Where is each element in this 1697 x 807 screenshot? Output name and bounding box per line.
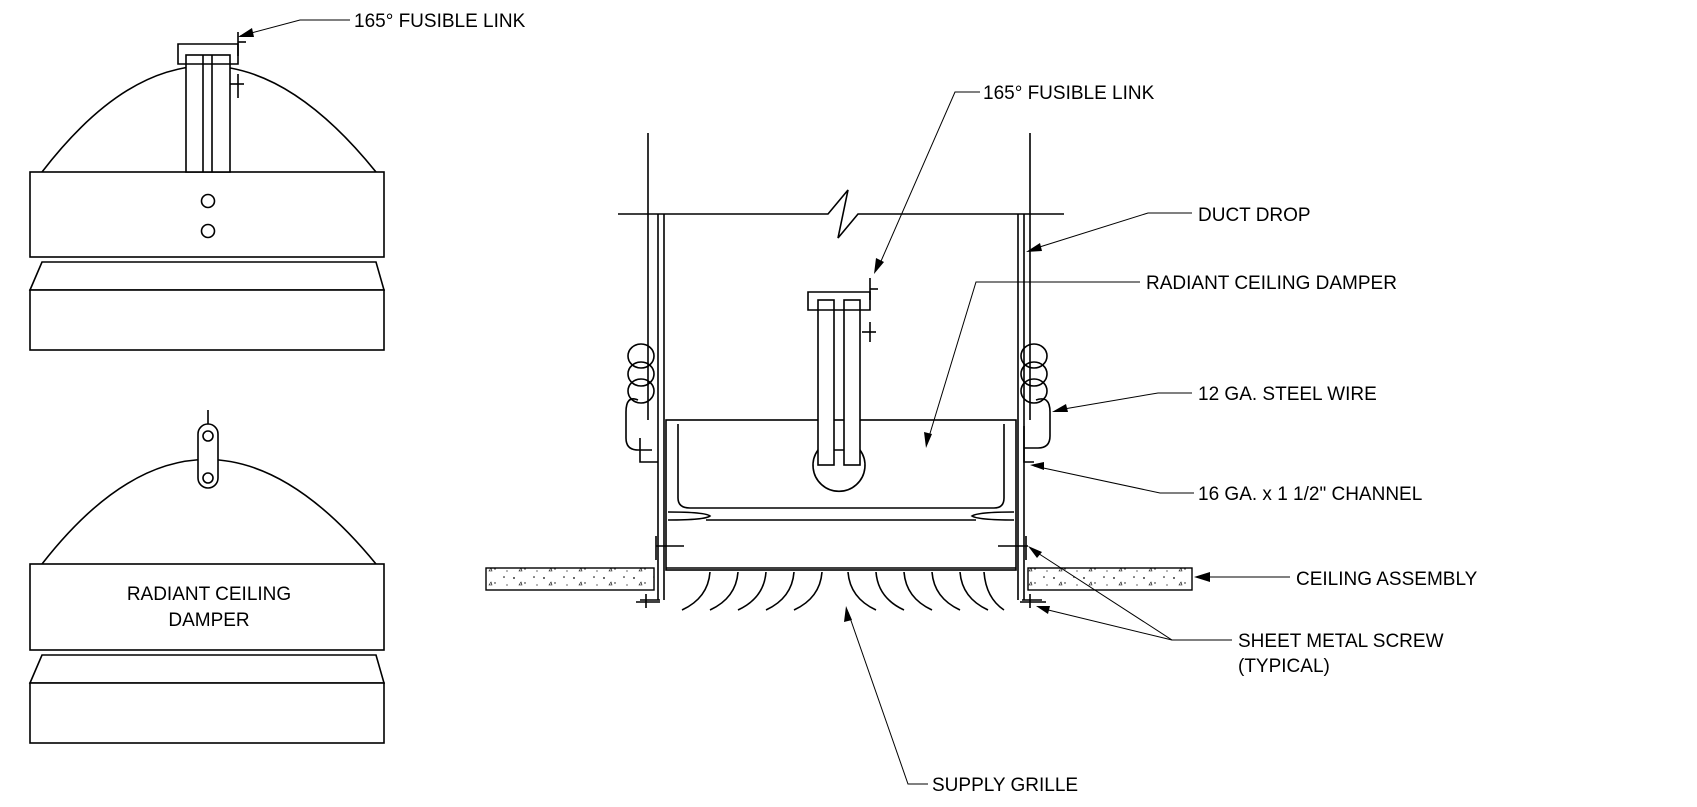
screw-label-line2: (TYPICAL) bbox=[1238, 656, 1330, 677]
rivet-hole bbox=[200, 193, 216, 209]
screw-icon bbox=[636, 536, 1046, 608]
steel-wire-label: 12 GA. STEEL WIRE bbox=[1198, 384, 1377, 405]
section-view: 165° FUSIBLE LINK DUCT DROP RADIANT CEIL… bbox=[485, 83, 1478, 796]
box-label-line1: RADIANT CEILING bbox=[127, 584, 291, 605]
rivet-hole bbox=[200, 223, 216, 239]
damper-side-view: 165° FUSIBLE LINK bbox=[28, 11, 526, 351]
duct-drop-label: DUCT DROP bbox=[1198, 205, 1311, 226]
supply-grille bbox=[681, 571, 1005, 611]
steel-wire-right bbox=[1020, 343, 1051, 463]
damper-body-upper bbox=[29, 171, 385, 258]
ceiling-assembly-left bbox=[485, 567, 655, 591]
damper-labelled-view: RADIANT CEILING DAMPER bbox=[28, 410, 386, 744]
damper-flange-upper bbox=[28, 261, 386, 291]
radiant-damper-label: RADIANT CEILING DAMPER bbox=[1146, 273, 1397, 294]
screw-label-line1: SHEET METAL SCREW bbox=[1238, 631, 1444, 652]
damper-body-upper bbox=[29, 563, 385, 651]
ceiling-assembly-label: CEILING ASSEMBLY bbox=[1296, 569, 1478, 590]
ceiling-assembly-right bbox=[1027, 567, 1193, 591]
supply-grille-label: SUPPLY GRILLE bbox=[932, 775, 1078, 796]
steel-wire-left bbox=[625, 343, 658, 463]
break-line bbox=[618, 189, 1064, 239]
damper-frame bbox=[665, 419, 1017, 571]
top-view-fusible-link-label: 165° FUSIBLE LINK bbox=[354, 11, 526, 32]
fusible-link-blade bbox=[185, 54, 231, 173]
section-fusible-link-label: 165° FUSIBLE LINK bbox=[983, 83, 1155, 104]
damper-body-lower bbox=[29, 289, 385, 351]
damper-flange-upper bbox=[28, 654, 386, 684]
channel-label: 16 GA. x 1 1/2" CHANNEL bbox=[1198, 484, 1422, 505]
box-label-line2: DAMPER bbox=[168, 610, 249, 631]
damper-body-lower bbox=[29, 682, 385, 744]
hinge-tab bbox=[197, 423, 219, 489]
